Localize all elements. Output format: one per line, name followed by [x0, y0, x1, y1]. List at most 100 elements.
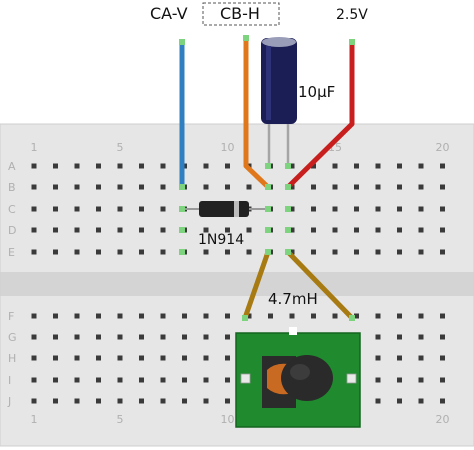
hole-E14 [311, 249, 316, 255]
hole-C3 [74, 206, 80, 212]
hole-B18 [397, 184, 402, 190]
hole-G20 [440, 334, 445, 340]
hole-B3 [74, 184, 80, 190]
hole-C14 [311, 206, 316, 212]
hole-H18 [397, 355, 402, 361]
hole-B7 [160, 184, 166, 190]
diode-cathode-band [234, 201, 239, 217]
hole-C4 [96, 206, 101, 212]
hole-F6 [139, 313, 144, 319]
hole-G19 [418, 334, 424, 340]
breadboard-outline [0, 123, 474, 447]
hole-F2 [53, 313, 58, 319]
hole-B2 [53, 184, 58, 190]
hole-E1 [31, 249, 37, 255]
hole-F17 [375, 313, 381, 319]
hole-A16 [354, 163, 359, 169]
hole-H8 [182, 355, 187, 361]
hole-F13 [289, 313, 295, 319]
connection-point [285, 227, 291, 233]
hole-H1 [31, 355, 37, 361]
hole-B17 [375, 184, 381, 190]
hole-A6 [139, 163, 144, 169]
connection-point [179, 39, 185, 45]
hole-C1 [31, 206, 37, 212]
diode-1n914 [182, 201, 268, 217]
hole-G5 [117, 334, 123, 340]
hole-J8 [182, 398, 187, 404]
hole-A19 [418, 163, 424, 169]
label-capacitor: 10µF [298, 83, 335, 101]
column-label-10-bottom: 10 [221, 413, 235, 426]
hole-A15 [332, 163, 338, 169]
hole-D2 [53, 227, 58, 233]
hole-F12 [268, 313, 273, 319]
hole-A2 [53, 163, 58, 169]
hole-E16 [354, 249, 359, 255]
hole-F4 [96, 313, 101, 319]
connection-point [285, 184, 291, 190]
hole-B19 [418, 184, 424, 190]
hole-E11 [246, 249, 252, 255]
hole-I1 [31, 377, 37, 383]
hole-B10 [225, 184, 230, 190]
hole-C18 [397, 206, 402, 212]
hole-H20 [440, 355, 445, 361]
hole-A18 [397, 163, 402, 169]
connection-point [179, 184, 185, 190]
hole-B1 [31, 184, 37, 190]
hole-I9 [203, 377, 209, 383]
connection-point [285, 163, 291, 169]
hole-H10 [225, 355, 230, 361]
capacitor-stripe [266, 46, 271, 120]
hole-D19 [418, 227, 424, 233]
wire-orange-cb-h [243, 35, 271, 190]
hole-E5 [117, 249, 123, 255]
hole-D20 [440, 227, 445, 233]
hole-D14 [311, 227, 316, 233]
hole-B4 [96, 184, 101, 190]
hole-A4 [96, 163, 101, 169]
connection-point [179, 206, 185, 212]
hole-A7 [160, 163, 166, 169]
connection-point [265, 227, 271, 233]
hole-F20 [440, 313, 445, 319]
hole-E7 [160, 249, 166, 255]
hole-B15 [332, 184, 338, 190]
hole-D7 [160, 227, 166, 233]
hole-H6 [139, 355, 144, 361]
diode-body [199, 201, 249, 217]
row-label-j: J [7, 395, 11, 408]
hole-J2 [53, 398, 58, 404]
hole-B6 [139, 184, 144, 190]
hole-D18 [397, 227, 402, 233]
hole-F19 [418, 313, 424, 319]
hole-C6 [139, 206, 144, 212]
hole-A17 [375, 163, 381, 169]
hole-F10 [225, 313, 230, 319]
column-label-5-top: 5 [117, 141, 124, 154]
hole-F9 [203, 313, 209, 319]
hole-C13 [289, 206, 295, 212]
hole-F1 [31, 313, 37, 319]
hole-I7 [160, 377, 166, 383]
hole-G6 [139, 334, 144, 340]
hole-D4 [96, 227, 101, 233]
connection-point [265, 249, 271, 255]
hole-F16 [354, 313, 359, 319]
hole-C19 [418, 206, 424, 212]
hole-J5 [117, 398, 123, 404]
column-label-1-bottom: 1 [31, 413, 38, 426]
label-cb-h: CB-H [220, 4, 260, 23]
hole-I5 [117, 377, 123, 383]
hole-F14 [311, 313, 316, 319]
hole-D11 [246, 227, 252, 233]
hole-C7 [160, 206, 166, 212]
connection-point [179, 249, 185, 255]
hole-A1 [31, 163, 37, 169]
column-label-10-top: 10 [221, 141, 235, 154]
hole-E3 [74, 249, 80, 255]
hole-G2 [53, 334, 58, 340]
